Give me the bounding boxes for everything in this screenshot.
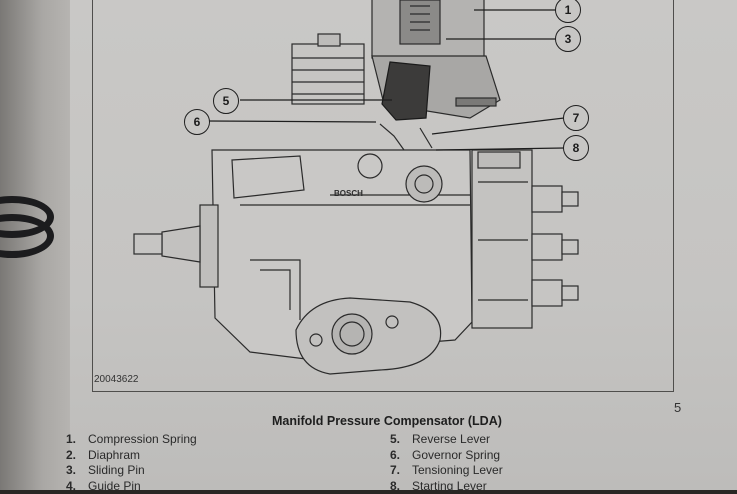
hydraulic-head bbox=[472, 150, 532, 328]
legend-item: 6.Governor Spring bbox=[390, 448, 503, 464]
figure-caption: Manifold Pressure Compensator (LDA) bbox=[272, 414, 502, 428]
legend-item: 5.Reverse Lever bbox=[390, 432, 503, 448]
page-number: 5 bbox=[674, 400, 681, 415]
top-housing bbox=[292, 44, 364, 104]
lever-shading bbox=[382, 62, 430, 120]
callout-8: 8 bbox=[563, 135, 589, 161]
legend-item: 7.Tensioning Lever bbox=[390, 463, 503, 479]
brand-label: BOSCH bbox=[334, 189, 363, 198]
inlet-fitting bbox=[406, 166, 442, 202]
legend-left: 1.Compression Spring 2.Diaphram 3.Slidin… bbox=[66, 432, 197, 494]
legend-item: 3.Sliding Pin bbox=[66, 463, 197, 479]
callout-3: 3 bbox=[555, 26, 581, 52]
legend-right: 5.Reverse Lever 6.Governor Spring 7.Tens… bbox=[390, 432, 503, 494]
figure-id: 20043622 bbox=[94, 374, 139, 385]
legend-item: 1.Compression Spring bbox=[66, 432, 197, 448]
callout-6: 6 bbox=[184, 109, 210, 135]
drive-flange bbox=[200, 205, 218, 287]
drive-shaft bbox=[162, 226, 200, 262]
callout-7: 7 bbox=[563, 105, 589, 131]
legend-item: 4.Guide Pin bbox=[66, 479, 197, 494]
legend-item: 8.Starting Lever bbox=[390, 479, 503, 494]
delivery-valves bbox=[532, 186, 578, 306]
legend-item: 2.Diaphram bbox=[66, 448, 197, 464]
callout-5: 5 bbox=[213, 88, 239, 114]
